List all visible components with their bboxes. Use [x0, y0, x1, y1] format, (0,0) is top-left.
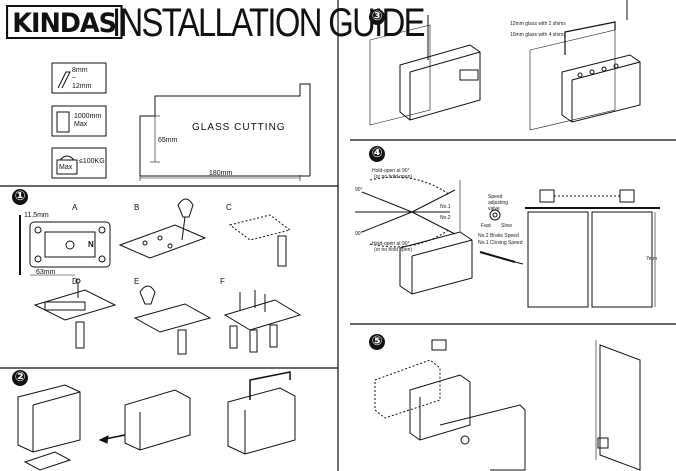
step5-drawing-left	[374, 339, 526, 471]
step1-dimension-11-5mm: 11.5mm	[24, 212, 49, 219]
step1-label-d: D	[72, 277, 78, 286]
step4-no2: No.2	[440, 215, 451, 221]
glass-thickness-label: 8mm ~ 12mm	[72, 67, 92, 90]
weight-icon	[51, 147, 107, 179]
step2-drawing-1	[17, 384, 81, 471]
step4-speed-valve	[479, 209, 524, 265]
step4-slow-label: Slow	[501, 223, 512, 229]
step4-angle-right: 90°	[355, 231, 363, 237]
step1-drawing-f	[223, 290, 302, 353]
step4-side-dimension: 7mm	[646, 256, 658, 262]
step1-drawing-a	[19, 215, 111, 276]
step4-hold-open-bottom-sub: (or no hold open)	[374, 247, 413, 253]
step1-drawing-e	[133, 285, 212, 355]
glass-width-icon	[51, 105, 107, 137]
glass-cutting-label: GLASS CUTTING	[192, 122, 286, 133]
step1-marker-n: N	[88, 240, 94, 249]
step-4-number: ④	[369, 146, 385, 162]
step4-no1-closing-speed: No.1 Closing Speed	[478, 240, 523, 246]
step4-door-elevation	[525, 189, 660, 308]
glass-cutting-drawing	[139, 83, 311, 181]
step5-drawing-right	[595, 340, 641, 471]
glass-height-dimension: 65mm	[158, 137, 178, 144]
step3-drawing-right	[529, 0, 641, 131]
brand-logo: KINDAS	[6, 5, 123, 39]
step4-fast-label: Fast	[481, 223, 491, 229]
step4-hold-open-top-sub: (or no hold open)	[374, 174, 413, 180]
step-5-number: ⑤	[369, 334, 385, 350]
step4-hinge-drawing	[399, 180, 473, 295]
step-1-number: ①	[12, 189, 28, 205]
step4-no1: No.1	[440, 204, 451, 210]
step1-label-e: E	[134, 277, 140, 286]
weight-value: ≤100KG	[79, 158, 105, 165]
step2-drawing-3	[227, 371, 296, 455]
step4-angle-left: 90°	[355, 187, 363, 193]
step4-hold-open-bottom: Hold-open at 90°	[372, 241, 410, 247]
step2-drawing-2	[98, 389, 191, 451]
step4-hold-open-top: Hold-open at 90°	[372, 168, 410, 174]
glass-thickness-icon	[51, 62, 107, 94]
step4-no2-brake-speed: No.2 Brake Speed	[478, 233, 519, 239]
step3-note-10mm: 10mm glass with 4 shims	[510, 32, 566, 38]
step1-label-f: F	[220, 277, 225, 286]
step1-drawing-d	[33, 278, 117, 349]
step-3-number: ③	[369, 9, 385, 25]
step1-dimension-63mm: 63mm	[36, 269, 56, 276]
glass-width-dimension: 180mm	[209, 170, 233, 177]
step1-label-a: A	[72, 203, 78, 212]
step4-swing-diagram	[355, 176, 456, 248]
step1-label-c: C	[226, 203, 232, 212]
step3-drawing-left	[369, 15, 481, 126]
step4-speed-valve-label: Speed adjusting valve	[488, 194, 509, 212]
step1-label-b: B	[134, 203, 140, 212]
weight-max-label: Max	[59, 164, 73, 171]
step-2-number: ②	[12, 370, 28, 386]
step3-note-12mm: 12mm glass with 2 shims	[510, 21, 566, 27]
step1-drawing-b	[118, 198, 207, 259]
glass-width-label: 1000mm Max	[74, 113, 102, 128]
step1-drawing-c	[228, 214, 292, 267]
